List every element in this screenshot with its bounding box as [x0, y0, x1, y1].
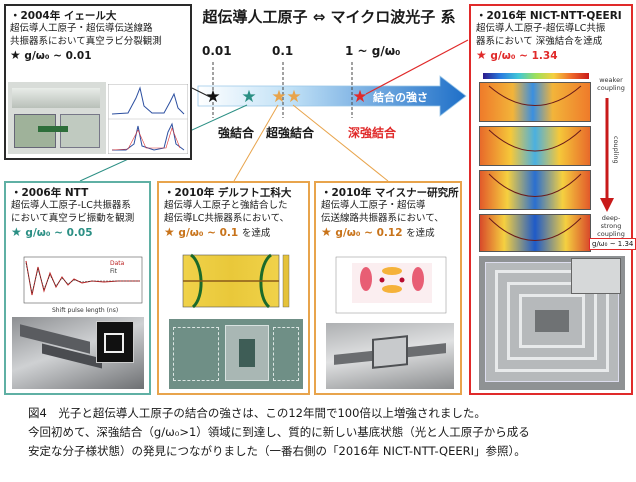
arrow-label: 結合の強さ — [373, 91, 428, 104]
device-photo-2010m — [326, 323, 454, 389]
legend-data: Data — [110, 260, 125, 267]
coupling-badge: g/ω₀ ~ 1.34 — [589, 238, 636, 250]
regime-ultrastrong: 超強結合 — [266, 126, 315, 140]
panel-2016-coupling: g/ω₀ ~ 1.34 — [490, 50, 558, 62]
weaker-coupling-label: weaker coupling — [597, 76, 625, 92]
panel-2006-desc-2: において真空ラビ振動を観測 — [11, 212, 135, 224]
panel-2016-desc-2: 器系において 深強結合を達成 — [476, 35, 603, 47]
panel-2010d-title: ・2010年 デルフト工科大 — [164, 187, 292, 199]
panel-2004-desc-2: 共振器系において真空ラビ分裂観測 — [10, 35, 162, 47]
caption-line-3: 安定な分子様状態）の発見につながりました（一番右側の「2016年 NICT-NT… — [28, 444, 526, 458]
transmission-map-2010m — [335, 256, 447, 314]
device-photo-2016 — [479, 256, 625, 390]
spectrum-panel-d — [479, 214, 591, 252]
panel-2010d-coupling: g/ω₀ ~ 0.1 — [178, 227, 239, 239]
coupling-axis-label: coupling — [612, 136, 620, 164]
regime-strong: 強結合 — [218, 126, 255, 140]
star-2006: ★ — [241, 87, 256, 107]
panel-2010-delft: ・2010年 デルフト工科大 超伝導人工原子と強結合した 超伝導LC共振器系にお… — [157, 181, 310, 395]
panel-2006-coupling: g/ω₀ ~ 0.05 — [25, 227, 93, 239]
legend-fit: Fit — [110, 268, 118, 275]
panel-2010m-coupling: g/ω₀ ~ 0.12 — [335, 227, 403, 239]
connector-lines — [79, 39, 469, 182]
panel-2004-desc-1: 超伝導人工原子・超伝導伝送線路 — [10, 23, 153, 34]
panel-2006-ntt: ・2006年 NTT 超伝導人工原子-LC共振器系 において真空ラビ振動を観測 … — [4, 181, 151, 395]
panel-2016-nict: ・2016年 NICT-NTT-QEERI 超伝導人工原子-超伝導LC共振 器系… — [469, 4, 636, 395]
axis-value-0-1: 0.1 — [272, 44, 294, 58]
arrow-body — [197, 75, 467, 117]
panel-2010-meissner: ・2010年 マイスナー研究所 超伝導人工原子・超伝導 伝送線路共振器系において… — [314, 181, 462, 395]
panel-2016-title: ・2016年 NICT-NTT-QEERI — [476, 10, 622, 22]
panel-2016-desc-1: 超伝導人工原子-超伝導LC共振 — [476, 23, 606, 34]
star-icon: ★ — [476, 48, 487, 62]
panel-2006-title: ・2006年 NTT — [11, 187, 89, 199]
spectroscopy-map-2010d — [182, 253, 290, 309]
panel-2010m-desc-2: 伝送線路共振器系において、 — [321, 212, 444, 224]
caption-line-2: 今回初めて、深強結合（g/ω₀>1）領域に到達し、質的に新しい基底状態（光と人工… — [28, 425, 530, 439]
panel-2006-desc-1: 超伝導人工原子-LC共振器系 — [11, 200, 131, 211]
axis-value-0-01: 0.01 — [202, 44, 232, 58]
axis-value-1: 1 ~ g/ω₀ — [345, 44, 401, 58]
star-2016: ★ — [352, 87, 367, 107]
caption-line-1: 図4 光子と超伝導人工原子の結合の強さは、この12年間で100倍以上増強されまし… — [28, 406, 486, 420]
panel-2004-yale: ・2004年 イェール大 超伝導人工原子・超伝導伝送線路 共振器系において真空ラ… — [4, 4, 192, 160]
panel-2010d-desc-1: 超伝導人工原子と強結合した — [164, 200, 288, 211]
panel-2010m-desc-1: 超伝導人工原子・超伝導 — [321, 200, 426, 211]
deep-strong-coupling-label: deep-strong coupling — [597, 214, 625, 238]
panel-2004-title: ・2004年 イェール大 — [10, 10, 117, 22]
star-icon: ★ — [10, 48, 21, 62]
spectra-stack — [479, 82, 591, 252]
star-2010m: ★ — [286, 87, 301, 107]
star-icon: ★ — [11, 225, 22, 239]
coupling-down-arrow — [600, 98, 614, 212]
panel-2004-coupling: g/ω₀ ~ 0.01 — [24, 50, 92, 62]
star-icon: ★ — [164, 225, 175, 239]
device-photo-2004 — [8, 82, 106, 154]
spectrum-panel-b — [479, 126, 591, 166]
star-2004: ★ — [205, 87, 220, 107]
rabi-xlabel: Shift pulse length (ns) — [52, 307, 118, 314]
star-2010d: ★ — [271, 87, 286, 107]
spectrum-panel-a — [479, 82, 591, 122]
star-icon: ★ — [321, 225, 332, 239]
spectrum-plot-2004 — [108, 84, 188, 154]
spectrum-panel-c — [479, 170, 591, 210]
figure-title: 超伝導人工原子 ⇔ マイクロ波光子 系 — [202, 8, 456, 26]
panel-2010m-title: ・2010年 マイスナー研究所 — [321, 187, 459, 199]
coupling-arrow: ★ ★ ★ ★ ★ — [197, 62, 467, 118]
regime-deepstrong: 深強結合 — [348, 126, 397, 140]
rabi-oscillation-plot: Data Fit Shift pulse length (ns) — [23, 256, 143, 314]
device-photo-2006 — [12, 317, 144, 389]
panel-2010m-suffix: を達成 — [406, 228, 435, 239]
panel-2010d-suffix: を達成 — [241, 228, 271, 239]
circuit-photo-2010d — [169, 319, 303, 389]
panel-2010d-desc-2: 超伝導LC共振器系において、 — [164, 212, 290, 224]
figure-caption: 図4 光子と超伝導人工原子の結合の強さは、この12年間で100倍以上増強されまし… — [28, 404, 628, 461]
colorbar — [483, 73, 589, 79]
